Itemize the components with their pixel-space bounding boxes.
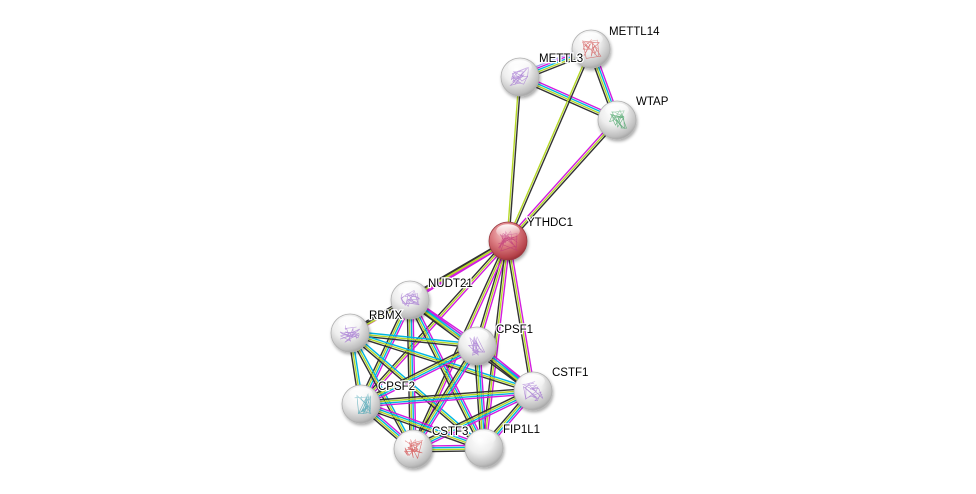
node-cstf1[interactable]: CSTF1 <box>513 366 590 411</box>
edge-cpsf2-fip1l1[interactable] <box>359 400 486 452</box>
edge-line-experimental <box>361 393 534 408</box>
edge-line-coexpression <box>411 387 533 448</box>
node-label: CSTF3 <box>432 426 468 438</box>
edge-line-textmining <box>360 344 477 404</box>
edge-line-experimental <box>361 347 479 408</box>
node-highlight <box>349 387 373 401</box>
node-label: CSTF1 <box>552 367 588 379</box>
edge-line-coexpression <box>409 344 476 448</box>
node-wtap[interactable]: WTAP <box>597 95 670 140</box>
edge-line-textmining <box>412 389 533 449</box>
edge-line-experimental <box>506 118 617 241</box>
edge-line-experimental <box>413 392 535 453</box>
node-cstf3[interactable]: CSTF3 <box>393 425 470 469</box>
edge-line-coexpression <box>508 49 593 242</box>
edge-line-coexpression <box>508 120 619 243</box>
edge-line-textmining <box>349 332 478 347</box>
edge-line-experimental <box>361 241 510 406</box>
protein-structure-icon <box>400 289 421 307</box>
node-label: FIP1L1 <box>503 424 540 436</box>
edge-line-coexpression <box>349 334 533 394</box>
edge-cstf1-cpsf2[interactable] <box>360 387 534 408</box>
node-ythdc1[interactable]: YTHDC1 <box>488 216 574 261</box>
node-label: METTL14 <box>609 26 660 38</box>
edge-ythdc1-mettl3[interactable] <box>506 76 522 242</box>
node-highlight <box>465 329 489 343</box>
edge-line-coexpression <box>505 241 532 392</box>
node-highlight <box>579 32 603 46</box>
edge-ythdc1-wtap[interactable] <box>506 118 619 243</box>
edge-line-experimental <box>485 241 511 449</box>
edge-line-curated <box>361 391 534 406</box>
protein-structure-icon <box>354 392 372 415</box>
edge-line-coexpression <box>359 406 484 452</box>
edge-line-textmining <box>507 119 618 242</box>
node-mettl14[interactable]: METTL14 <box>571 25 661 69</box>
node-label: YTHDC1 <box>527 217 573 229</box>
node-highlight <box>605 103 629 117</box>
node-highlight <box>398 283 422 297</box>
edge-line-textmining <box>360 404 484 450</box>
node-label: CPSF2 <box>378 381 415 393</box>
edge-line-curated <box>361 346 478 406</box>
node-highlight <box>508 60 532 74</box>
edge-cstf1-cstf3[interactable] <box>411 387 535 453</box>
node-nudt21[interactable]: NUDT21 <box>390 277 474 320</box>
edge-line-coexpression <box>360 387 533 402</box>
edge-line-textmining <box>506 76 520 241</box>
node-label: RBMX <box>369 310 403 322</box>
node-highlight <box>401 432 425 446</box>
edge-line-coexpression <box>359 342 477 403</box>
node-rbmx[interactable]: RBMX <box>330 309 404 353</box>
edge-line-textmining <box>408 300 413 450</box>
node-mettl3[interactable]: METTL3 <box>500 52 584 97</box>
edge-line-textmining <box>506 48 591 241</box>
edge-cpsf1-cpsf2[interactable] <box>359 342 479 408</box>
edge-line-textmining <box>360 389 533 404</box>
edge-line-experimental <box>509 240 536 391</box>
node-highlight <box>496 224 520 238</box>
node-label: CPSF1 <box>496 324 533 336</box>
edge-ythdc1-mettl14[interactable] <box>506 48 593 242</box>
node-highlight <box>521 374 545 388</box>
edge-line-curated <box>350 330 478 345</box>
node-highlight <box>338 316 362 330</box>
edge-line-curated <box>413 391 534 451</box>
node-label: WTAP <box>636 96 669 108</box>
edge-line-coexpression <box>348 333 484 450</box>
node-fip1l1[interactable]: FIP1L1 <box>464 423 541 468</box>
edge-line-experimental <box>361 400 486 446</box>
node-cpsf2[interactable]: CPSF2 <box>341 380 416 424</box>
node-cpsf1[interactable]: CPSF1 <box>457 323 534 366</box>
node-highlight <box>472 431 496 445</box>
edge-line-textmining <box>507 240 534 392</box>
edge-line-curated <box>361 402 485 448</box>
edge-ythdc1-cstf1[interactable] <box>505 240 536 392</box>
edge-line-coexpression <box>508 77 522 242</box>
edge-line-coexpression <box>348 238 508 332</box>
node-label: NUDT21 <box>428 278 473 290</box>
node-label: METTL3 <box>539 53 583 65</box>
